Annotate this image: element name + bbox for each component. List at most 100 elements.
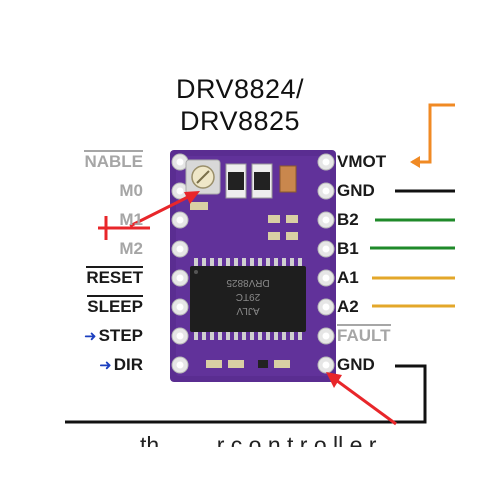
chip-leg-bottom-3 bbox=[218, 331, 222, 340]
left-pin-reset: RESET bbox=[86, 266, 143, 288]
chip-leg-top-4 bbox=[226, 258, 230, 267]
capacitor-top bbox=[279, 165, 297, 193]
pin-label-text: M0 bbox=[119, 181, 143, 200]
right-pad-hole-1 bbox=[322, 187, 330, 195]
right-pin-a1: A1 bbox=[337, 268, 359, 288]
title-line-2: DRV8825 bbox=[179, 106, 301, 136]
title-line-1: DRV8824/ bbox=[175, 74, 305, 104]
chip-leg-bottom-6 bbox=[242, 331, 246, 340]
driver-chip bbox=[190, 266, 306, 332]
chip-leg-top-0 bbox=[194, 258, 198, 267]
chip-leg-bottom-8 bbox=[258, 331, 262, 340]
right-pin-gnd: GND bbox=[337, 181, 375, 201]
right-pin-vmot: VMOT bbox=[337, 152, 386, 172]
chip-leg-top-1 bbox=[202, 258, 206, 267]
left-pad-hole-2 bbox=[176, 216, 184, 224]
chip-leg-bottom-4 bbox=[226, 331, 230, 340]
chip-leg-top-11 bbox=[282, 258, 286, 267]
chip-leg-bottom-12 bbox=[290, 331, 294, 340]
pin-label-text: B2 bbox=[337, 210, 359, 229]
input-arrow-icon: ➜ bbox=[99, 357, 112, 374]
chip-leg-bottom-0 bbox=[194, 331, 198, 340]
pin-label-text: GND bbox=[337, 355, 375, 374]
right-pad-hole-5 bbox=[322, 303, 330, 311]
chip-leg-top-13 bbox=[298, 258, 302, 267]
driver-board: DRV8825 29TC AJLV bbox=[170, 150, 336, 382]
left-pin-step: ➜STEP bbox=[84, 326, 143, 347]
chip-leg-bottom-9 bbox=[266, 331, 270, 340]
right-pin-fault: FAULT bbox=[337, 324, 391, 346]
annotations bbox=[98, 191, 397, 426]
cap-right-3 bbox=[268, 232, 280, 240]
left-pad-hole-3 bbox=[176, 245, 184, 253]
left-pad-hole-6 bbox=[176, 332, 184, 340]
left-pad-hole-4 bbox=[176, 274, 184, 282]
left-pad-hole-5 bbox=[176, 303, 184, 311]
sense-resistor-2-body bbox=[254, 172, 270, 190]
pin-label-text: DIR bbox=[113, 355, 143, 374]
pin-label-text: M1 bbox=[119, 210, 143, 229]
cap-right-4 bbox=[286, 232, 298, 240]
cap-right-1 bbox=[268, 215, 280, 223]
chip-leg-bottom-11 bbox=[282, 331, 286, 340]
chip-leg-top-10 bbox=[274, 258, 278, 267]
chip-leg-bottom-7 bbox=[250, 331, 254, 340]
pin-label-text: A2 bbox=[337, 297, 359, 316]
chip-leg-top-2 bbox=[210, 258, 214, 267]
left-pad-hole-7 bbox=[176, 361, 184, 369]
left-pin-m0: M0 bbox=[119, 181, 143, 201]
right-pin-pads bbox=[317, 153, 335, 374]
pin-label-text: STEP bbox=[98, 326, 143, 345]
motor-wires bbox=[65, 103, 455, 424]
pin-label-text: SLEEP bbox=[87, 295, 143, 316]
potentiometer-slot bbox=[196, 170, 210, 184]
chip-leg-top-5 bbox=[234, 258, 238, 267]
left-pad-hole-0 bbox=[176, 158, 184, 166]
left-pin-nable: NABLE bbox=[84, 150, 143, 172]
right-pad-hole-6 bbox=[322, 332, 330, 340]
pin-label-text: A1 bbox=[337, 268, 359, 287]
right-pin-b1: B1 bbox=[337, 239, 359, 259]
chip-leg-bottom-13 bbox=[298, 331, 302, 340]
chip-leg-bottom-5 bbox=[234, 331, 238, 340]
chip-marking-2: 29TC bbox=[236, 291, 260, 302]
chip-leg-top-8 bbox=[258, 258, 262, 267]
right-pad-hole-4 bbox=[322, 274, 330, 282]
bottom-resistor-2 bbox=[228, 360, 244, 368]
chip-pin1-dot bbox=[194, 270, 198, 274]
pin-label-text: GND bbox=[337, 181, 375, 200]
right-pin-gnd: GND bbox=[337, 355, 375, 375]
left-pin-sleep: SLEEP bbox=[87, 295, 143, 317]
gnd-logic-wire bbox=[65, 364, 427, 424]
potentiometer-pointer bbox=[129, 194, 191, 228]
right-pad-hole-2 bbox=[322, 216, 330, 224]
potentiometer-arrowhead-icon bbox=[184, 191, 200, 204]
left-pin-m2: M2 bbox=[119, 239, 143, 259]
chip-leg-bottom-10 bbox=[274, 331, 278, 340]
gnd-arrowhead-icon bbox=[326, 372, 342, 388]
bottom-resistor-4 bbox=[274, 360, 290, 368]
right-pin-a2: A2 bbox=[337, 297, 359, 317]
bottom-resistor-3 bbox=[258, 360, 268, 368]
vmot-arrowhead-icon bbox=[410, 156, 420, 168]
bottom-caption: th ... ... r c o n t r o ll e r bbox=[140, 432, 377, 458]
left-pad-hole-1 bbox=[176, 187, 184, 195]
vmot-wire bbox=[412, 103, 455, 164]
left-pin-m1: M1 bbox=[119, 210, 143, 230]
chip-leg-bottom-2 bbox=[210, 331, 214, 340]
chip-leg-top-7 bbox=[250, 258, 254, 267]
right-pad-hole-3 bbox=[322, 245, 330, 253]
right-pad-hole-0 bbox=[322, 158, 330, 166]
chip-leg-top-9 bbox=[266, 258, 270, 267]
pin-label-text: B1 bbox=[337, 239, 359, 258]
gnd-pointer bbox=[335, 378, 397, 426]
pin-label-text: NABLE bbox=[84, 150, 143, 171]
chip-leg-top-6 bbox=[242, 258, 246, 267]
left-pin-dir: ➜DIR bbox=[99, 355, 143, 376]
chip-leg-top-12 bbox=[290, 258, 294, 267]
chip-marking-1: DRV8825 bbox=[226, 277, 270, 288]
chip-leg-bottom-1 bbox=[202, 331, 206, 340]
chip-marking-3: AJLV bbox=[236, 305, 259, 316]
pin-label-text: RESET bbox=[86, 266, 143, 287]
